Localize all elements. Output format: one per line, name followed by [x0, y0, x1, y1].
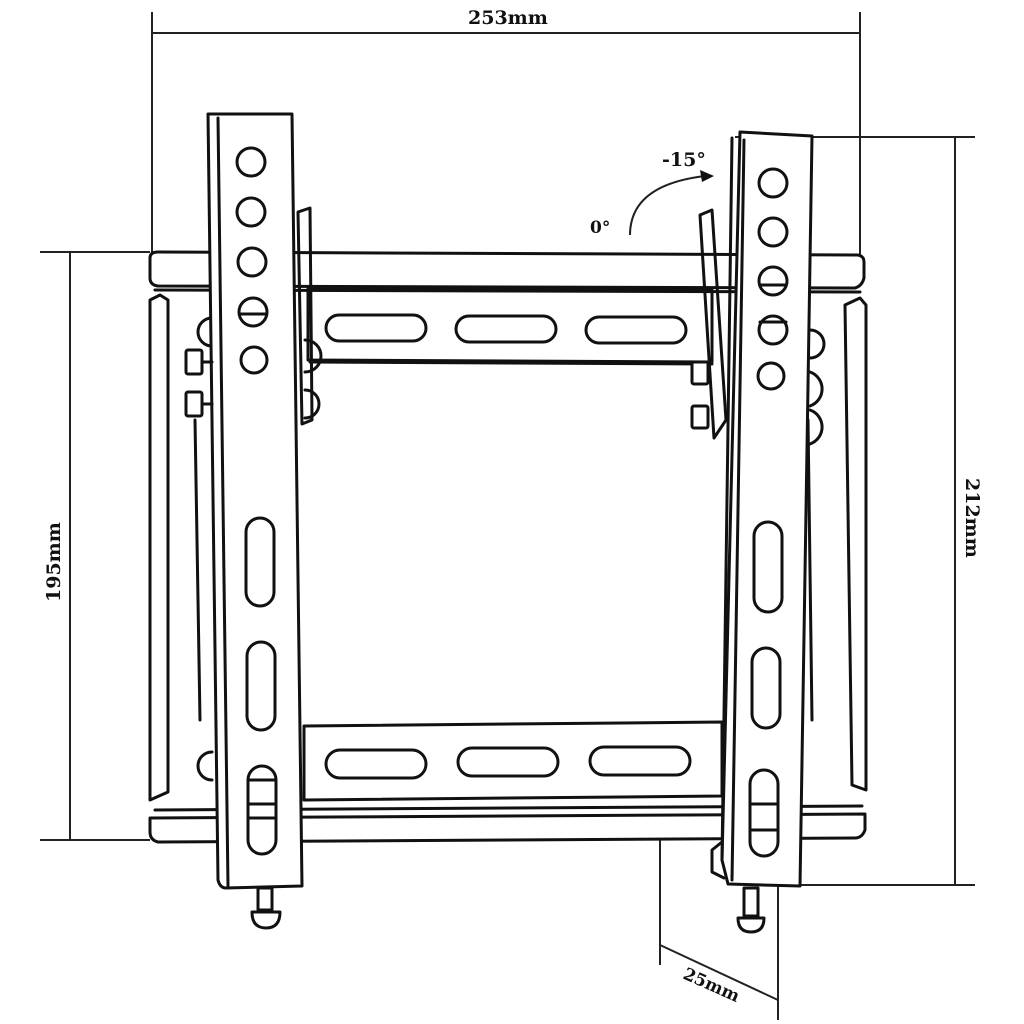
right-tilt-arm: [690, 130, 814, 934]
tilt-arrow: [629, 175, 706, 236]
height-frame-label: 195mm: [43, 522, 65, 602]
tilt-arrowhead-icon: [700, 170, 714, 182]
height-total-label: 212mm: [961, 478, 983, 558]
dimension-lines: [40, 12, 975, 1020]
width-label: 253mm: [468, 7, 548, 29]
tilt-end-label: -15°: [662, 149, 706, 171]
left-tilt-arm: [184, 112, 314, 930]
tilt-start-label: 0°: [590, 218, 610, 238]
depth-label: 25mm: [680, 964, 743, 1007]
